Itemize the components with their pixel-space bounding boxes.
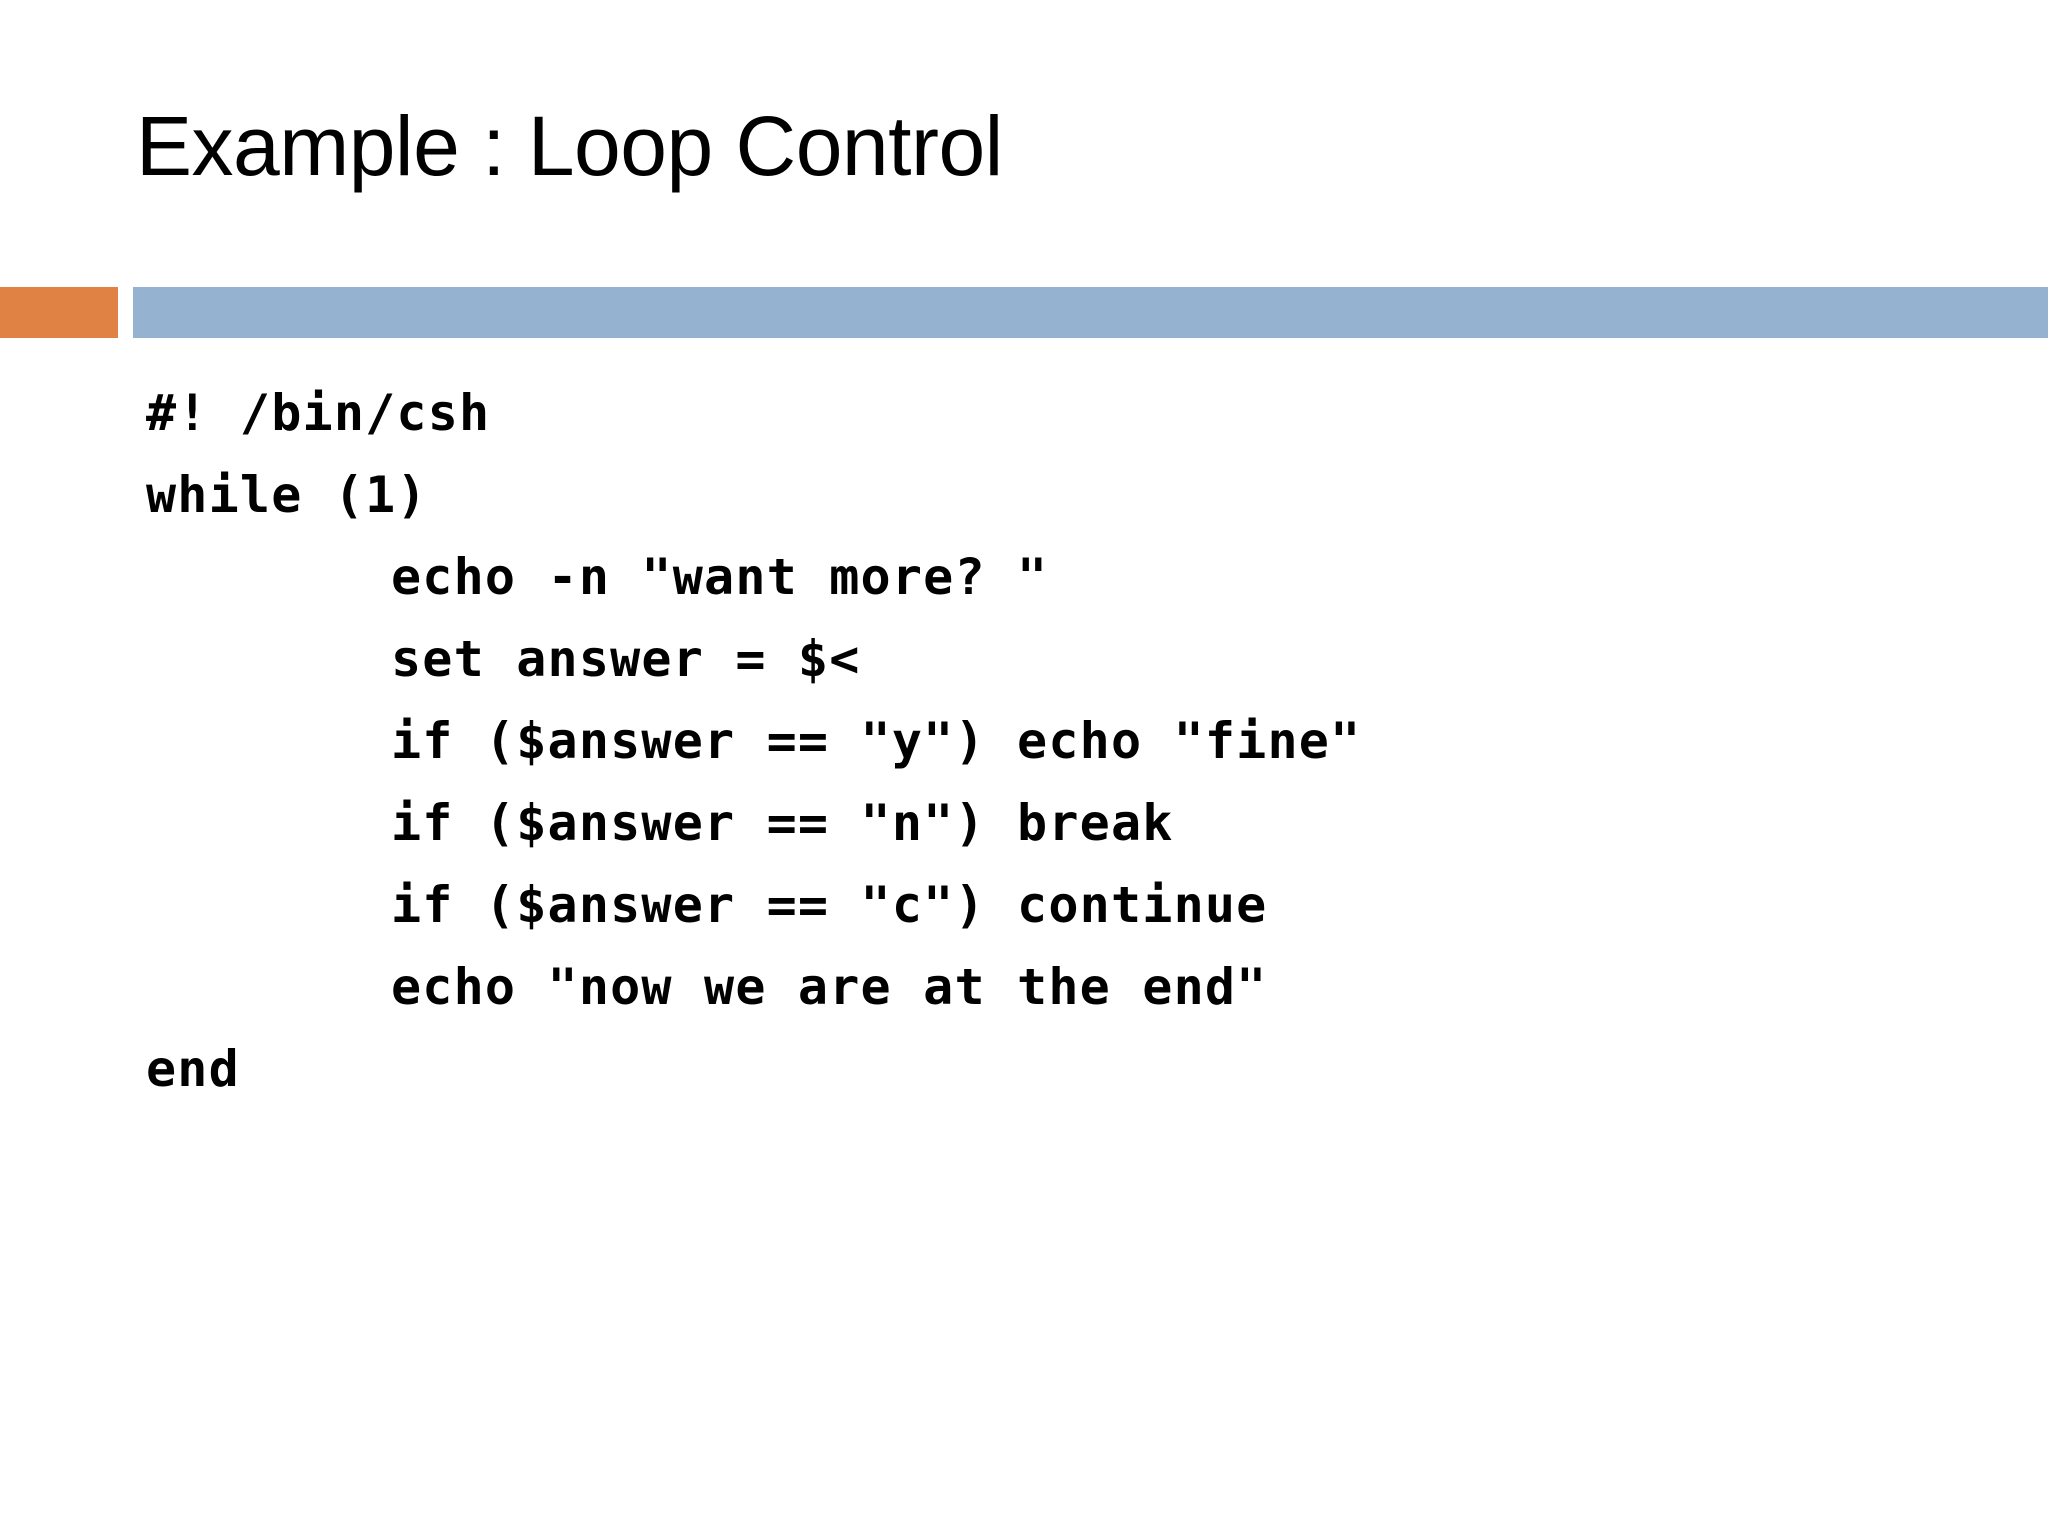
code-line: #! /bin/csh bbox=[146, 384, 491, 442]
divider-bar bbox=[133, 287, 2048, 338]
title-divider bbox=[0, 287, 2048, 338]
code-line: end bbox=[146, 1040, 240, 1098]
code-block: #! /bin/csh while (1) echo -n "want more? … bbox=[146, 372, 1946, 1110]
divider-accent-block bbox=[0, 287, 118, 338]
code-line: echo "now we are at the end" bbox=[391, 958, 1268, 1016]
code-line: if ($answer == "n") break bbox=[391, 794, 1174, 852]
code-line: echo -n "want more? " bbox=[391, 548, 1049, 606]
code-line: set answer = $< bbox=[391, 630, 861, 688]
code-line: if ($answer == "c") continue bbox=[391, 876, 1268, 934]
code-line: while (1) bbox=[146, 466, 428, 524]
page-title: Example : Loop Control bbox=[136, 99, 1003, 193]
code-line: if ($answer == "y") echo "fine" bbox=[391, 712, 1362, 770]
